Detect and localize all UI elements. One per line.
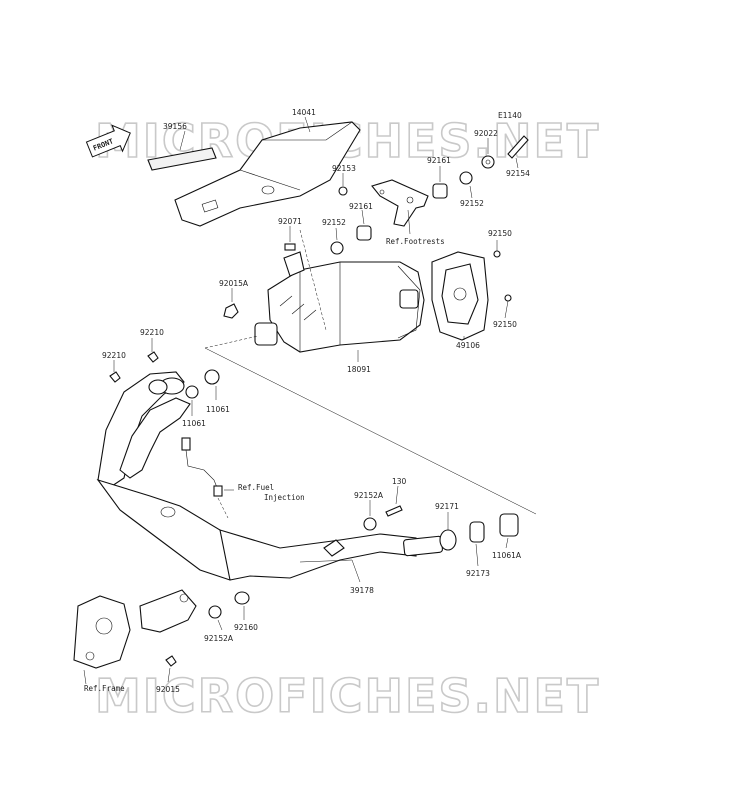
label-92150-a: 92150 — [488, 229, 512, 238]
front-arrow-icon: FRONT — [85, 124, 131, 158]
heat-cover-14041 — [174, 121, 361, 227]
bolt-92150-a — [493, 250, 501, 258]
watermark-bottom: MICROFICHES.NET — [95, 669, 600, 723]
washer-92153 — [338, 186, 348, 196]
ref-footrests: Ref.Footrests — [386, 237, 445, 246]
label-92150-b: 92150 — [493, 320, 517, 329]
label-11061A: 11061A — [492, 551, 522, 560]
collar-92152A-b — [208, 605, 222, 619]
label-92171: 92171 — [435, 502, 459, 511]
nut-92210-a — [147, 351, 159, 363]
frame-bracket — [73, 589, 197, 669]
decal-39156 — [147, 147, 217, 171]
label-18091: 18091 — [347, 365, 371, 374]
exhaust-header — [96, 371, 417, 581]
band-92071 — [284, 243, 296, 251]
o2-sensor — [181, 437, 223, 497]
connector-pipe-39178 — [403, 535, 443, 557]
label-92160: 92160 — [234, 623, 258, 632]
bolt-130 — [385, 505, 403, 517]
grommet-92160 — [234, 591, 250, 605]
label-92152A-b: 92152A — [204, 634, 234, 643]
label-92153: 92153 — [332, 164, 356, 173]
nut-92015A — [223, 303, 239, 319]
label-92152A: 92152A — [354, 491, 384, 500]
nut-92015 — [165, 655, 177, 667]
label-92173: 92173 — [466, 569, 490, 578]
clamp-92173 — [469, 521, 485, 543]
gasket-11061A — [499, 513, 519, 537]
gasket-11061-b — [185, 385, 199, 399]
label-130: 130 — [392, 477, 407, 486]
diagram-code: E1140 — [498, 111, 522, 120]
muffler-18091 — [254, 251, 425, 353]
collar-92152 — [459, 171, 473, 185]
ref-fuel-injection-2: Injection — [264, 493, 305, 502]
label-92161-a: 92161 — [427, 156, 451, 165]
label-92015A: 92015A — [219, 279, 249, 288]
label-92152-a: 92152 — [460, 199, 484, 208]
ref-frame: Ref.Frame — [84, 684, 125, 693]
label-92015: 92015 — [156, 685, 180, 694]
label-92071: 92071 — [278, 217, 302, 226]
grommet-92161 — [432, 183, 448, 199]
washer-92022 — [481, 155, 495, 169]
collar-92152-b — [330, 241, 344, 255]
label-92210-b: 92210 — [102, 351, 126, 360]
label-49106: 49106 — [456, 341, 480, 350]
bolt-92154 — [507, 135, 529, 159]
label-92022: 92022 — [474, 129, 498, 138]
label-11061-a: 11061 — [206, 405, 230, 414]
label-14041: 14041 — [292, 108, 316, 117]
label-92154: 92154 — [506, 169, 530, 178]
label-92152-b: 92152 — [322, 218, 346, 227]
label-11061-b: 11061 — [182, 419, 206, 428]
footrest-bracket — [371, 179, 429, 227]
clamp-92171 — [439, 529, 457, 551]
end-cap-49106 — [431, 251, 489, 341]
label-92210-a: 92210 — [140, 328, 164, 337]
collar-92152A — [363, 517, 377, 531]
nut-92210-b — [109, 371, 121, 383]
label-92161-b: 92161 — [349, 202, 373, 211]
grommet-92161-b — [356, 225, 372, 241]
label-39178: 39178 — [350, 586, 374, 595]
bolt-92150-b — [504, 294, 512, 302]
ref-fuel-injection-1: Ref.Fuel — [238, 483, 274, 492]
label-39156: 39156 — [163, 122, 187, 131]
gasket-11061-a — [204, 369, 220, 385]
